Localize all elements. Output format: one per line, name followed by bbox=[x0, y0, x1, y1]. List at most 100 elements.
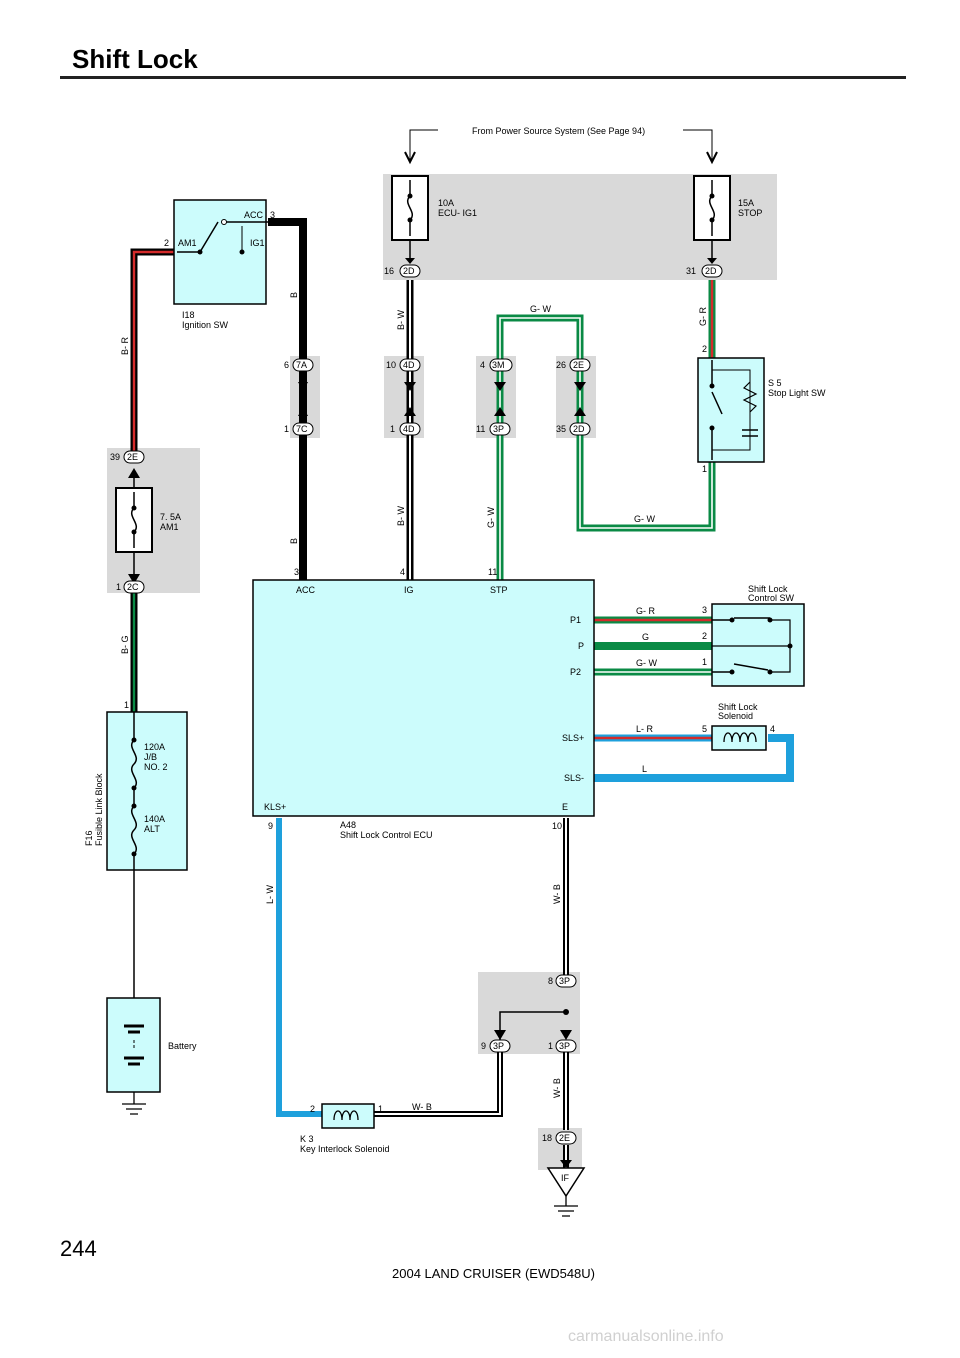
shift-lock-control-switch bbox=[711, 603, 805, 687]
shift-lock-solenoid bbox=[711, 725, 767, 751]
wire-l-w bbox=[276, 818, 322, 1117]
wl-w-b-horiz: W- B bbox=[412, 1102, 432, 1112]
s5-pin-top: 2 bbox=[702, 344, 707, 354]
wl-b-r: B- R bbox=[120, 336, 130, 355]
svg-text:4: 4 bbox=[480, 360, 485, 370]
conn-2e-18: 2E 18 bbox=[542, 1131, 577, 1145]
svg-text:2D: 2D bbox=[705, 266, 717, 276]
wire-l bbox=[594, 734, 794, 782]
stop-light-switch bbox=[697, 357, 765, 463]
ign-ig1: IG1 bbox=[250, 238, 265, 248]
svg-text:3P: 3P bbox=[493, 1041, 504, 1051]
shift-lock-ecu bbox=[252, 579, 595, 817]
svg-text:6: 6 bbox=[284, 360, 289, 370]
page-title: Shift Lock bbox=[72, 44, 198, 74]
conn-7c: 7C1 bbox=[284, 422, 314, 436]
svg-text:1: 1 bbox=[116, 582, 121, 592]
page-number: 244 bbox=[60, 1236, 97, 1261]
fl-alt: ALT bbox=[144, 824, 160, 834]
svg-text:3P: 3P bbox=[559, 976, 570, 986]
s5-pin-bottom: 1 bbox=[702, 464, 707, 474]
sol-pin5: 5 bbox=[702, 724, 707, 734]
fl-120a: 120A bbox=[144, 742, 165, 752]
svg-text:31: 31 bbox=[686, 266, 696, 276]
title-rule bbox=[60, 76, 906, 79]
fl-140a: 140A bbox=[144, 814, 165, 824]
ecu-ig: IG bbox=[404, 585, 414, 595]
ecu-acc: ACC bbox=[296, 585, 316, 595]
conn-3p-9: 3P 9 bbox=[481, 1039, 511, 1053]
svg-text:16: 16 bbox=[384, 266, 394, 276]
wl-b-g: B- G bbox=[120, 635, 130, 654]
ecu-pin-acc: 3 bbox=[294, 567, 299, 577]
svg-text:3M: 3M bbox=[492, 360, 505, 370]
slsw-pin1: 1 bbox=[702, 657, 707, 667]
slsw-pin3: 3 bbox=[702, 605, 707, 615]
wl-l: L bbox=[642, 764, 647, 774]
power-source-label: From Power Source System (See Page 94) bbox=[472, 126, 645, 136]
wire-b-acc bbox=[268, 218, 307, 580]
svg-text:2E: 2E bbox=[127, 452, 138, 462]
wl-g-r: G- R bbox=[698, 307, 708, 326]
svg-text:2C: 2C bbox=[127, 582, 139, 592]
battery-name: Battery bbox=[168, 1041, 197, 1051]
wire-w-b bbox=[374, 818, 569, 1168]
svg-text:2E: 2E bbox=[573, 360, 584, 370]
ecu-kls-plus: KLS+ bbox=[264, 802, 286, 812]
wl-l-r: L- R bbox=[636, 724, 654, 734]
ign-pin-am1: 2 bbox=[164, 238, 169, 248]
svg-text:26: 26 bbox=[556, 360, 566, 370]
wl-g-w-top: G- W bbox=[530, 304, 551, 314]
wl-l-w: L- W bbox=[265, 884, 275, 904]
ign-id: I18 bbox=[182, 310, 195, 320]
battery bbox=[106, 997, 161, 1115]
k3-id: K 3 bbox=[300, 1134, 314, 1144]
fl-pin: 1 bbox=[124, 700, 129, 710]
conn-2c: 2C 1 bbox=[116, 580, 145, 594]
conn-2d-31: 2D 31 bbox=[686, 264, 723, 278]
wl-w-b-upper: W- B bbox=[552, 884, 562, 904]
sol-name1: Shift Lock bbox=[718, 702, 758, 712]
fuse-stop-rating: 15A bbox=[738, 198, 754, 208]
footer-model: 2004 LAND CRUISER (EWD548U) bbox=[392, 1266, 596, 1281]
ground-if-label: IF bbox=[561, 1173, 570, 1183]
ign-acc: ACC bbox=[244, 210, 264, 220]
ecu-p1: P1 bbox=[570, 615, 581, 625]
svg-text:2E: 2E bbox=[559, 1133, 570, 1143]
ecu-sls-minus: SLS- bbox=[564, 773, 584, 783]
ecu-pin-kls: 9 bbox=[268, 821, 273, 831]
svg-text:4D: 4D bbox=[403, 360, 415, 370]
ecu-id: A48 bbox=[340, 820, 356, 830]
svg-text:11: 11 bbox=[476, 424, 485, 434]
wl-g: G bbox=[642, 632, 649, 642]
svg-text:2D: 2D bbox=[573, 424, 585, 434]
conn-3p-1: 3P1 bbox=[548, 1039, 577, 1053]
key-interlock-solenoid bbox=[321, 1103, 375, 1129]
wire-b-r bbox=[130, 248, 177, 455]
fl-id: F16 bbox=[84, 830, 94, 846]
wl-w-b-lower: W- B bbox=[552, 1078, 562, 1098]
k3-pin1: 1 bbox=[378, 1104, 383, 1114]
svg-text:1: 1 bbox=[390, 424, 395, 434]
fuse-ecu-ig1 bbox=[391, 175, 429, 262]
svg-text:4D: 4D bbox=[403, 424, 415, 434]
k3-pin2: 2 bbox=[310, 1104, 315, 1114]
wl-g-w-p2: G- W bbox=[636, 658, 657, 668]
s5-name: Stop Light SW bbox=[768, 388, 826, 398]
svg-text:9: 9 bbox=[481, 1041, 486, 1051]
ign-am1: AM1 bbox=[178, 238, 197, 248]
conn-4d-1: 4D 1 bbox=[390, 422, 421, 436]
fuse-stop bbox=[693, 175, 731, 262]
fusible-link-block bbox=[106, 711, 188, 871]
power-source-bracket bbox=[404, 129, 718, 165]
svg-text:18: 18 bbox=[542, 1133, 552, 1143]
svg-text:3P: 3P bbox=[559, 1041, 570, 1051]
ecu-pin-stp: 11 bbox=[488, 567, 497, 577]
ecu-pin-ig: 4 bbox=[400, 567, 405, 577]
